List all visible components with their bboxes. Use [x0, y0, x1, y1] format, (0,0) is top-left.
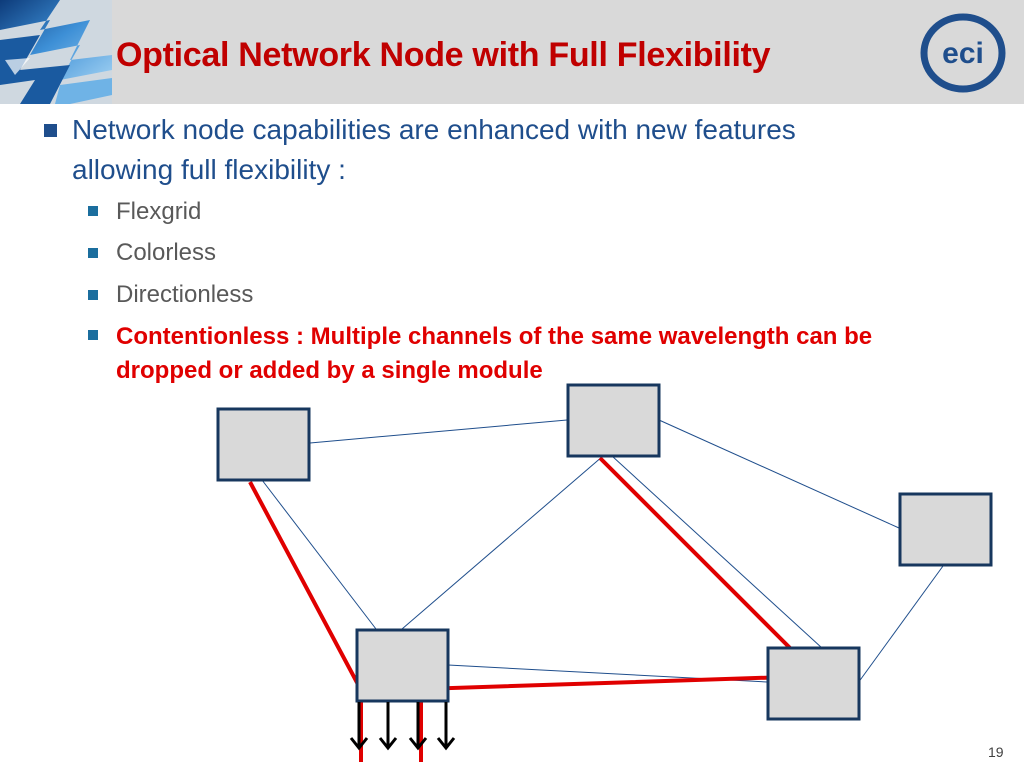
network-node: [566, 383, 661, 458]
eci-logo-icon: eci: [920, 13, 1006, 93]
header-bar: [0, 0, 1024, 104]
slide-title: Optical Network Node with Full Flexibili…: [116, 36, 771, 74]
network-node: [355, 628, 450, 703]
network-node: [216, 407, 311, 482]
sub-item-directionless: Directionless: [116, 281, 254, 308]
sub-item-contentionless: Contentionless : Multiple channels of th…: [116, 323, 873, 384]
link-line: [401, 455, 604, 630]
path-red: [419, 456, 823, 762]
path-red: [248, 481, 363, 762]
link-line: [857, 565, 944, 684]
sub-bullet-square-icon: [88, 206, 98, 216]
link-line: [611, 455, 823, 649]
down-arrow-icon: [436, 702, 456, 751]
corner-art-icon: [0, 0, 112, 104]
link-line: [261, 479, 377, 630]
sub-item-flexgrid: Flexgrid: [116, 198, 202, 225]
sub-bullet-square-icon: [88, 330, 98, 340]
bullet-square-icon: [44, 124, 57, 137]
sub-bullet-square-icon: [88, 290, 98, 300]
sub-item-colorless: Colorless: [116, 239, 217, 266]
network-node: [898, 492, 993, 567]
link-line: [309, 419, 568, 444]
down-arrow-icon: [349, 702, 369, 751]
down-arrow-icon: [408, 702, 428, 751]
logo-text: eci: [942, 37, 984, 70]
link-line: [658, 419, 900, 529]
down-arrow-icon: [378, 702, 398, 751]
main-bullet-text: Network node capabilities are enhanced w…: [72, 114, 796, 185]
page-number: 19: [988, 744, 1004, 760]
sub-bullet-square-icon: [88, 248, 98, 258]
network-node: [766, 646, 861, 721]
